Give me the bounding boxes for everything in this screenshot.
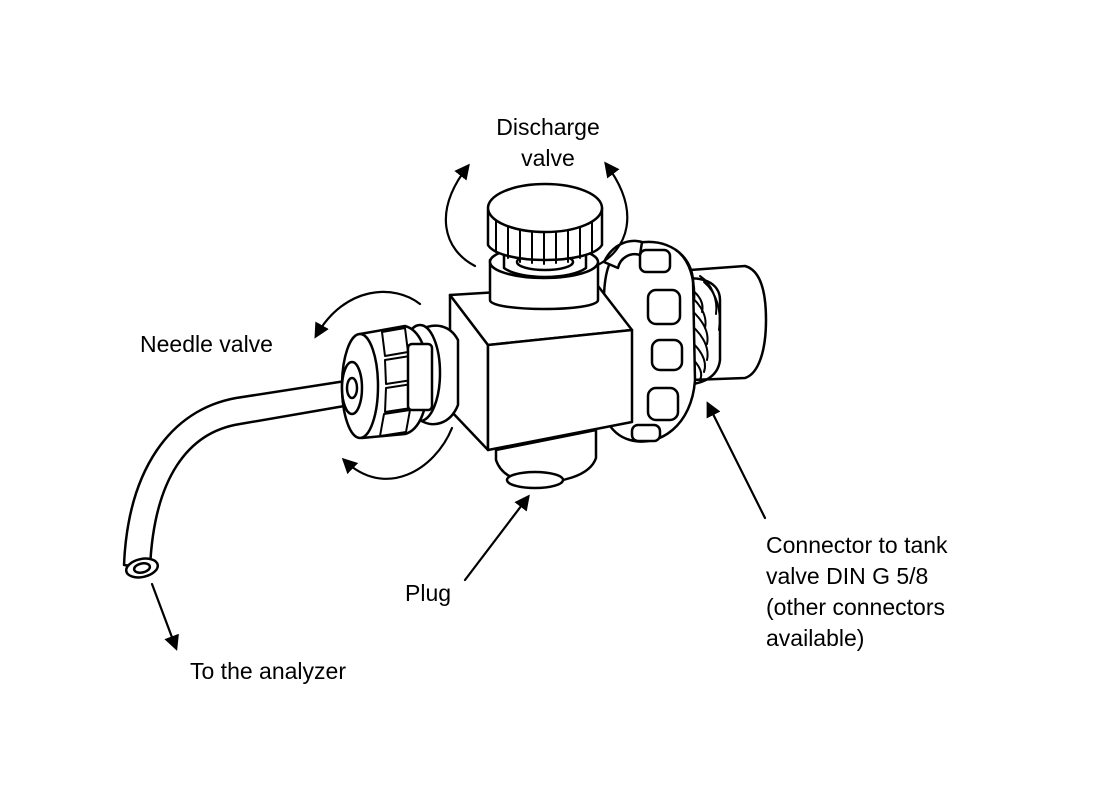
valve-body [398, 284, 634, 490]
connector-label: Connector to tank valve DIN G 5/8 (other… [766, 530, 948, 654]
plug-leader-arrow [463, 494, 530, 582]
tube [122, 378, 358, 579]
connector-label-line-2: valve DIN G 5/8 [766, 563, 929, 589]
analyzer-leader-arrow [150, 582, 179, 651]
leader-arrows [150, 401, 767, 651]
needle-valve [340, 324, 434, 440]
needle-valve-label: Needle valve [140, 331, 273, 357]
cap-knurling [495, 219, 593, 265]
connector-label-line-1: Connector to tank [766, 532, 948, 558]
discharge-valve-label-line-2: valve [521, 145, 575, 171]
connector-label-line-3: (other connectors [766, 594, 945, 620]
connector-label-line-4: available) [766, 625, 865, 651]
rotation-arrows [314, 161, 629, 480]
discharge-valve-label-line-1: Discharge [496, 114, 600, 140]
discharge-rotation-arrow-left [444, 163, 477, 268]
needle-rotation-arrow-bottom [341, 426, 454, 480]
plug-label: Plug [405, 580, 452, 606]
nut-knurling [630, 248, 684, 443]
discharge-valve-label: Discharge valve [468, 112, 628, 174]
to-analyzer-label: To the analyzer [190, 658, 346, 684]
connector-leader-arrow [706, 401, 767, 520]
needle-rotation-arrow-top [314, 290, 422, 339]
discharge-valve [486, 182, 604, 311]
discharge-rotation-arrow-right [594, 161, 629, 268]
